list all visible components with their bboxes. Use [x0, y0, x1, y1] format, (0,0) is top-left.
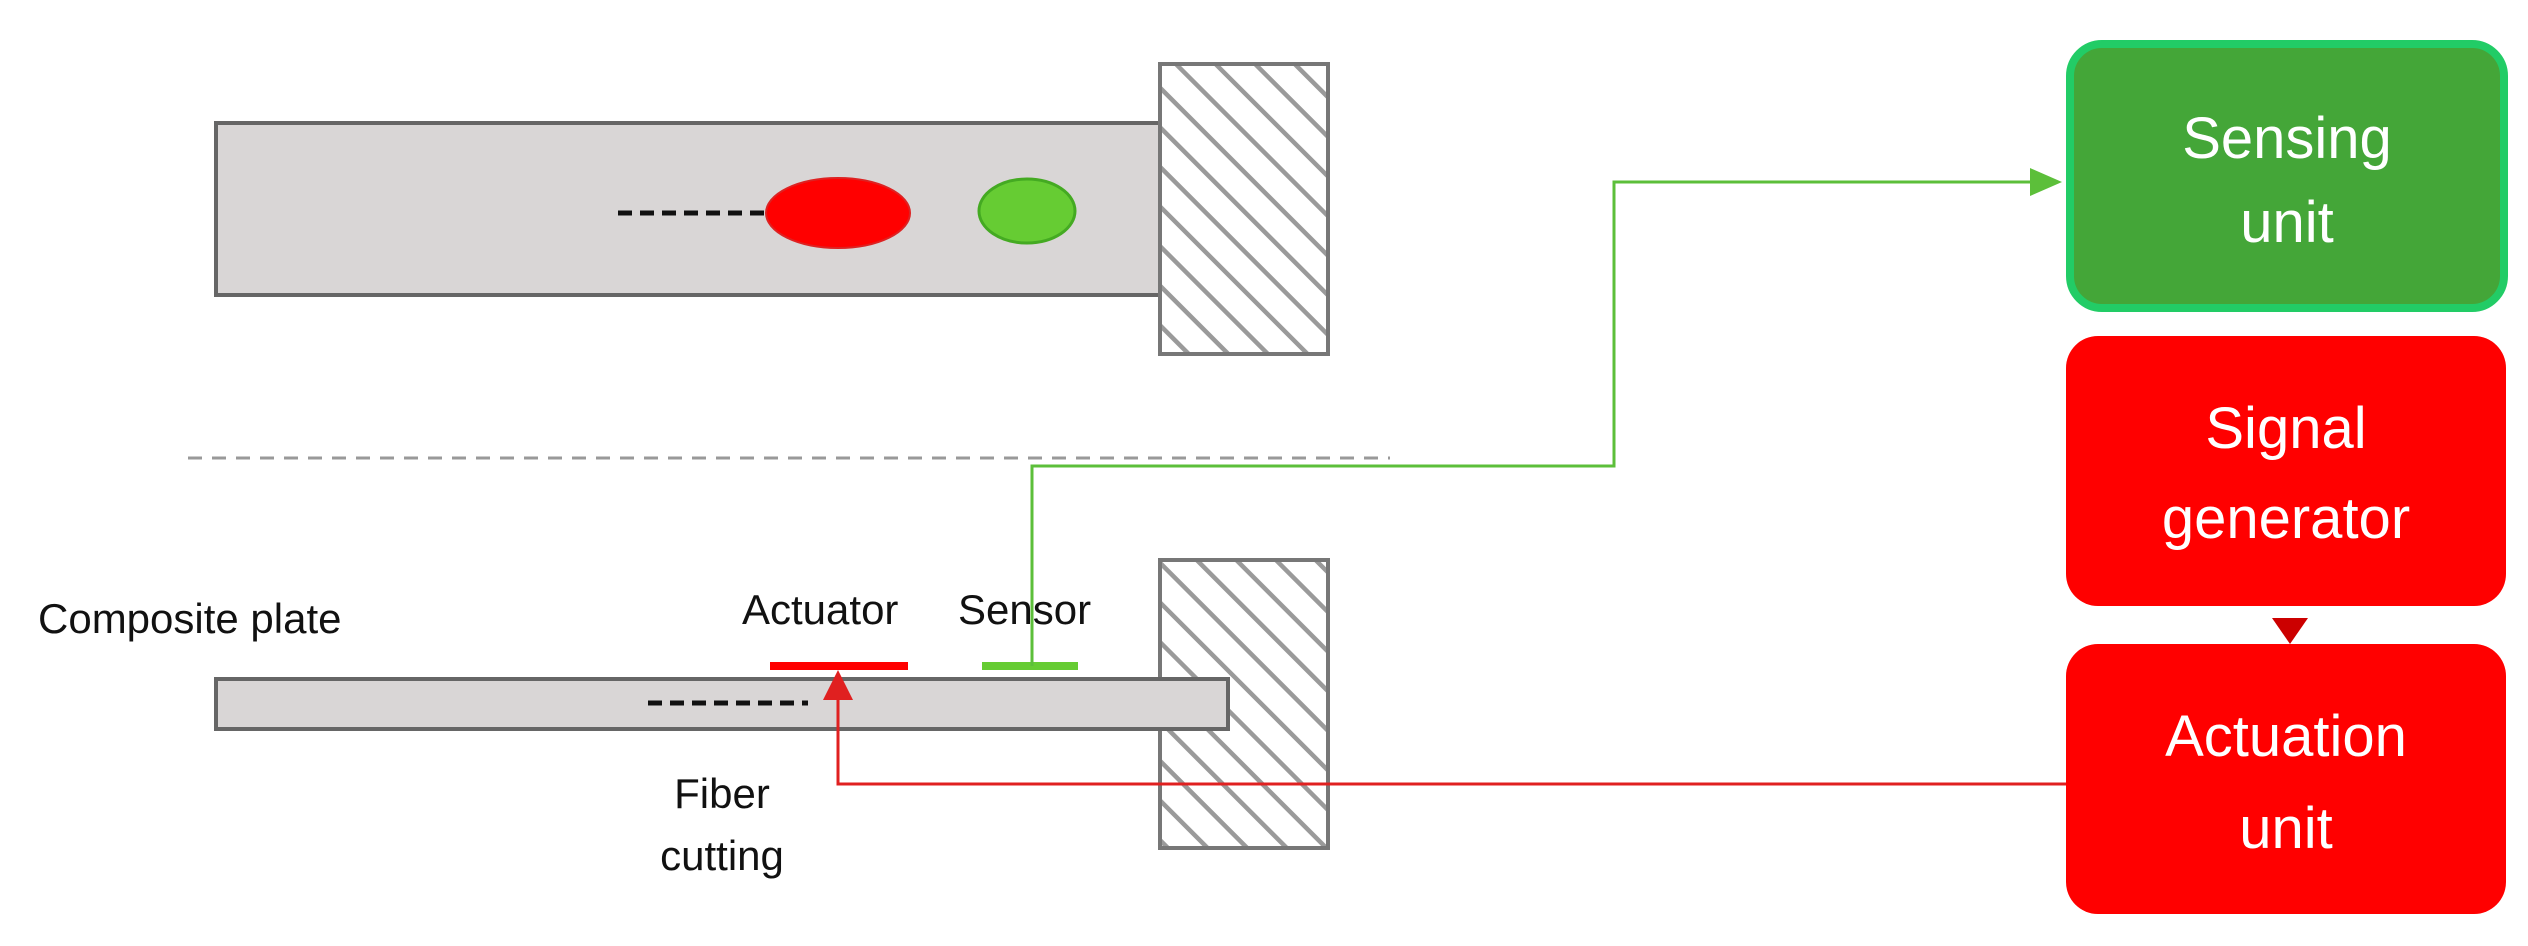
top-view-actuator — [765, 177, 911, 249]
sensing-unit-bg — [2066, 40, 2508, 312]
actuation-signal-wire — [836, 688, 2074, 786]
top-view-clamp — [1158, 62, 1330, 356]
actuation-unit-label-line2: unit — [2239, 796, 2333, 861]
actuation-unit-box: Actuation unit — [2066, 644, 2506, 914]
signal-generator-bg — [2066, 336, 2506, 606]
signal-generator-box: Signal generator — [2066, 336, 2506, 606]
actuation-unit-label-line1: Actuation — [2165, 704, 2407, 769]
fiber-cutting-label-line2: cutting — [660, 832, 784, 879]
actuation-unit-bg — [2066, 644, 2506, 914]
sensor-signal-wire — [1030, 180, 2048, 666]
actuation-wire-arrowhead — [823, 670, 853, 700]
sensor-wire-arrowhead — [2030, 168, 2062, 196]
signal-generator-label-line1: Signal — [2205, 396, 2366, 461]
fiber-cutting-label-line1: Fiber — [674, 770, 770, 817]
signal-generator-label-line2: generator — [2162, 486, 2410, 551]
top-view-sensor — [977, 177, 1077, 245]
sensor-label: Sensor — [958, 586, 1091, 633]
composite-plate-label: Composite plate — [38, 595, 342, 642]
actuator-label: Actuator — [742, 586, 898, 633]
sensing-unit-label-line1: Sensing — [2182, 106, 2392, 171]
sensing-unit-label-line2: unit — [2240, 190, 2334, 255]
generator-to-actuation-arrowhead — [2272, 618, 2308, 644]
sensing-unit-box: Sensing unit — [2066, 40, 2508, 312]
